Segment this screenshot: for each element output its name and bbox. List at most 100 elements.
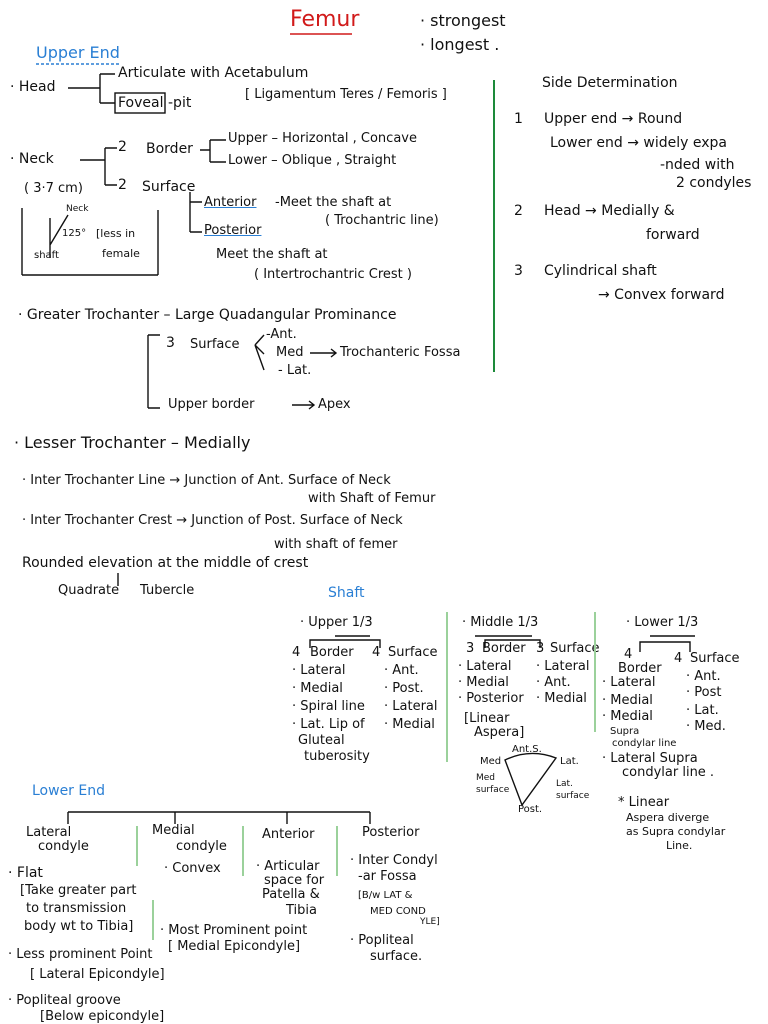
- posterior-note-1: MED COND: [370, 906, 426, 917]
- side-1-line3: -nded with: [660, 157, 735, 173]
- lateral-note-2: body wt to Tibia]: [24, 919, 134, 934]
- neck-troch-line: ( Trochantric line): [325, 213, 439, 228]
- side-2-num: 2: [514, 203, 523, 219]
- page-title: Femur: [290, 7, 360, 32]
- shaft-lower-title: · Lower 1/3: [626, 615, 699, 630]
- upper-border-num: 4: [292, 645, 301, 660]
- shaft-divider-1: [446, 612, 448, 762]
- side-1-line4: 2 condyles: [676, 175, 752, 191]
- middle-border-num: 3: [466, 641, 475, 656]
- lower-divider-1b: [152, 900, 154, 940]
- angle-note2: female: [102, 247, 140, 260]
- lower-note-1: Aspera diverge: [626, 811, 710, 824]
- rounded-elevation: Rounded elevation at the middle of crest: [22, 555, 309, 571]
- tri-med-s: Med: [476, 773, 496, 783]
- gt-fossa: Trochanteric Fossa: [340, 345, 461, 360]
- posterior-note-2: YLE]: [420, 917, 440, 927]
- posterior-popliteal-1: surface.: [370, 949, 423, 964]
- head-label: · Head: [10, 79, 56, 95]
- side-1-line2: Lower end → widely expa: [550, 135, 727, 151]
- lower-b-5: · Lateral Supra: [602, 751, 698, 766]
- anterior-title: Anterior: [262, 827, 315, 842]
- upper-b-5: tuberosity: [304, 749, 370, 764]
- upper-b-2: · Spiral line: [292, 699, 365, 714]
- lateral-epicondyle: [ Lateral Epicondyle]: [30, 967, 165, 982]
- shaft-middle-title: · Middle 1/3: [462, 615, 539, 630]
- lower-b-4: condylar line: [612, 738, 677, 749]
- tri-lat: Lat.: [560, 756, 579, 767]
- lower-b-6: condylar line .: [622, 765, 715, 780]
- anterior-text-0: · Articular: [256, 859, 320, 874]
- neck-upper: Upper – Horizontal , Concave: [228, 131, 417, 146]
- lower-border: Border: [618, 661, 662, 676]
- anterior-text-1: space for: [264, 873, 325, 888]
- lateral-less: · Less prominent Point: [8, 947, 153, 962]
- lower-divider-2: [242, 826, 244, 876]
- tri-ant: Ant.S.: [512, 744, 542, 755]
- intertroch-crest-1: · Inter Trochanter Crest → Junction of P…: [22, 513, 403, 528]
- lower-note-0: * Linear: [618, 795, 670, 810]
- upper-b-3: · Lat. Lip of: [292, 717, 365, 732]
- gt-apex: Apex: [318, 397, 351, 412]
- upper-border: Border: [310, 645, 354, 660]
- neck-anterior-text: -Meet the shaft at: [275, 195, 392, 210]
- lateral-flat: · Flat: [8, 865, 43, 881]
- neck-surface-num: 2: [118, 177, 127, 193]
- angle-neck: Neck: [66, 204, 89, 214]
- side-2-line1: Head → Medially &: [544, 203, 675, 219]
- medial-title2: condyle: [176, 839, 227, 854]
- intertroch-crest-2: with shaft of femer: [274, 537, 398, 552]
- middle-border: Border: [482, 641, 526, 656]
- shaft-upper-title: · Upper 1/3: [300, 615, 373, 630]
- neck-anterior: Anterior: [204, 195, 257, 210]
- lateral-popliteal: · Popliteal groove: [8, 993, 121, 1008]
- lower-s-3: · Med.: [686, 719, 726, 734]
- tri-lat-s: Lat.: [556, 779, 573, 789]
- head-pit: -pit: [168, 95, 192, 111]
- lateral-note-1: to transmission: [26, 901, 127, 916]
- lateral-note-0: [Take greater part: [20, 883, 137, 898]
- upper-b-0: · Lateral: [292, 663, 346, 678]
- tri-post: Post.: [518, 804, 543, 815]
- middle-b-0: · Lateral: [458, 659, 512, 674]
- upper-b-4: Gluteal: [298, 733, 345, 748]
- angle-note1: [less in: [96, 227, 136, 240]
- gt-lat: - Lat.: [278, 363, 312, 378]
- lower-b-3: Supra: [610, 726, 640, 737]
- greater-trochanter: · Greater Trochanter – Large Quadangular…: [18, 307, 397, 323]
- angle-shaft: shaft: [34, 250, 59, 261]
- lower-surface: Surface: [690, 651, 740, 666]
- lower-b-2: · Medial: [602, 709, 653, 724]
- lateral-below: [Below epicondyle]: [40, 1009, 165, 1024]
- property-strongest: · strongest: [420, 11, 506, 30]
- neck-post-text: Meet the shaft at: [216, 247, 328, 262]
- side-heading: Side Determination: [542, 75, 678, 91]
- side-3-num: 3: [514, 263, 523, 279]
- angle-value: 125°: [62, 228, 87, 239]
- tri-lat-surface: surface: [556, 791, 590, 801]
- side-divider: [493, 80, 495, 372]
- neck-surface: Surface: [142, 179, 196, 195]
- lesser-trochanter: · Lesser Trochanter – Medially: [14, 433, 251, 452]
- medial-most: · Most Prominent point: [160, 923, 308, 938]
- lower-border-num: 4: [624, 647, 633, 662]
- posterior-fossa-0: · Inter Condyl: [350, 853, 438, 868]
- tri-med: Med: [480, 756, 502, 767]
- upper-s-2: · Lateral: [384, 699, 438, 714]
- tubercle: Tubercle: [140, 583, 195, 598]
- middle-b-3: [Linear: [464, 711, 510, 726]
- medial-epicondyle: [ Medial Epicondyle]: [168, 939, 301, 954]
- upper-s-1: · Post.: [384, 681, 424, 696]
- anterior-text-2: Patella &: [262, 887, 320, 902]
- middle-surface: Surface: [550, 641, 600, 656]
- lower-divider-1: [136, 826, 138, 866]
- upper-surface-num: 4: [372, 645, 381, 660]
- middle-s-0: · Lateral: [536, 659, 590, 674]
- tri-med-surface: surface: [476, 785, 510, 795]
- middle-s-2: · Medial: [536, 691, 587, 706]
- posterior-title: Posterior: [362, 825, 420, 840]
- neck-label: · Neck: [10, 151, 54, 167]
- gt-upper-border: Upper border: [168, 397, 255, 412]
- upper-end-heading: Upper End: [36, 43, 120, 62]
- side-1-line1: Upper end → Round: [544, 111, 683, 127]
